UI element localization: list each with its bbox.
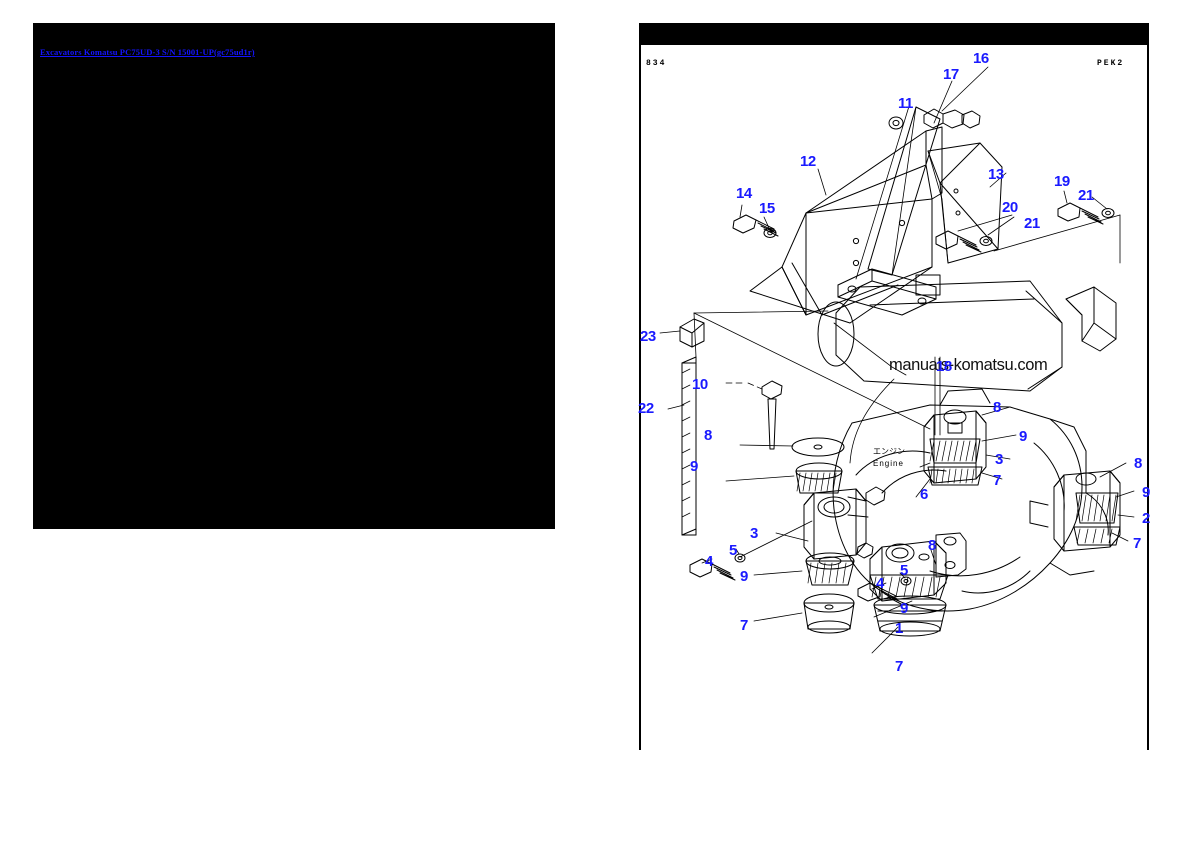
callout-number: 9 xyxy=(1142,484,1150,501)
callout-number: 23 xyxy=(640,328,656,345)
thumbnail-preview-panel: Excavators Komatsu PC75UD-3 S/N 15001-UP… xyxy=(33,23,555,529)
callout-number: 1 xyxy=(895,620,903,637)
callout-number: 4 xyxy=(705,553,713,570)
callout-number: 20 xyxy=(1002,199,1018,216)
engine-caption-jp: エンジン xyxy=(873,447,905,456)
page-number: 834 xyxy=(646,59,667,68)
callout-number: 7 xyxy=(1133,535,1141,552)
callout-number: 8 xyxy=(1134,455,1142,472)
callout-number: 8 xyxy=(704,427,712,444)
engine-caption-en: Engine xyxy=(873,459,904,468)
callout-number: 18 xyxy=(936,358,952,375)
callout-number: 4 xyxy=(876,575,884,592)
callout-number: 21 xyxy=(1078,187,1094,204)
callout-number: 9 xyxy=(900,600,908,617)
callout-number: 5 xyxy=(729,542,737,559)
diagram-right-rule xyxy=(1147,23,1149,750)
callout-number: 3 xyxy=(750,525,758,542)
site-watermark: manuals-komatsu.com xyxy=(889,356,1048,374)
callout-number: 15 xyxy=(759,200,775,217)
callout-number: 7 xyxy=(895,658,903,675)
callout-number: 16 xyxy=(973,50,989,67)
callout-number: 11 xyxy=(898,95,913,112)
callout-number: 17 xyxy=(943,66,959,83)
callout-number: 9 xyxy=(740,568,748,585)
callout-number: 12 xyxy=(800,153,816,170)
callout-number: 3 xyxy=(995,451,1003,468)
sheet-code: PEK2 xyxy=(1097,59,1125,68)
diagram-left-rule xyxy=(639,23,641,750)
exploded-parts-drawing xyxy=(659,66,1135,654)
engine-caption: エンジン Engine xyxy=(873,446,905,470)
callout-number: 21 xyxy=(1024,215,1040,232)
callout-number: 19 xyxy=(1054,173,1070,190)
callout-number: 8 xyxy=(993,399,1001,416)
callout-number: 9 xyxy=(690,458,698,475)
callout-number: 22 xyxy=(638,400,654,417)
parts-diagram-panel: 834 PEK2 xyxy=(630,23,1150,750)
catalog-title-link[interactable]: Excavators Komatsu PC75UD-3 S/N 15001-UP… xyxy=(40,47,255,57)
callout-number: 10 xyxy=(692,376,708,393)
diagram-top-bar xyxy=(639,23,1149,45)
callout-number: 7 xyxy=(740,617,748,634)
callout-number: 8 xyxy=(928,537,936,554)
callout-number: 5 xyxy=(900,562,908,579)
callout-number: 6 xyxy=(920,486,928,503)
callout-number: 9 xyxy=(1019,428,1027,445)
callout-number: 13 xyxy=(988,166,1004,183)
callout-number: 2 xyxy=(1142,510,1150,527)
callout-number: 7 xyxy=(993,472,1001,489)
callout-number: 14 xyxy=(736,185,752,202)
